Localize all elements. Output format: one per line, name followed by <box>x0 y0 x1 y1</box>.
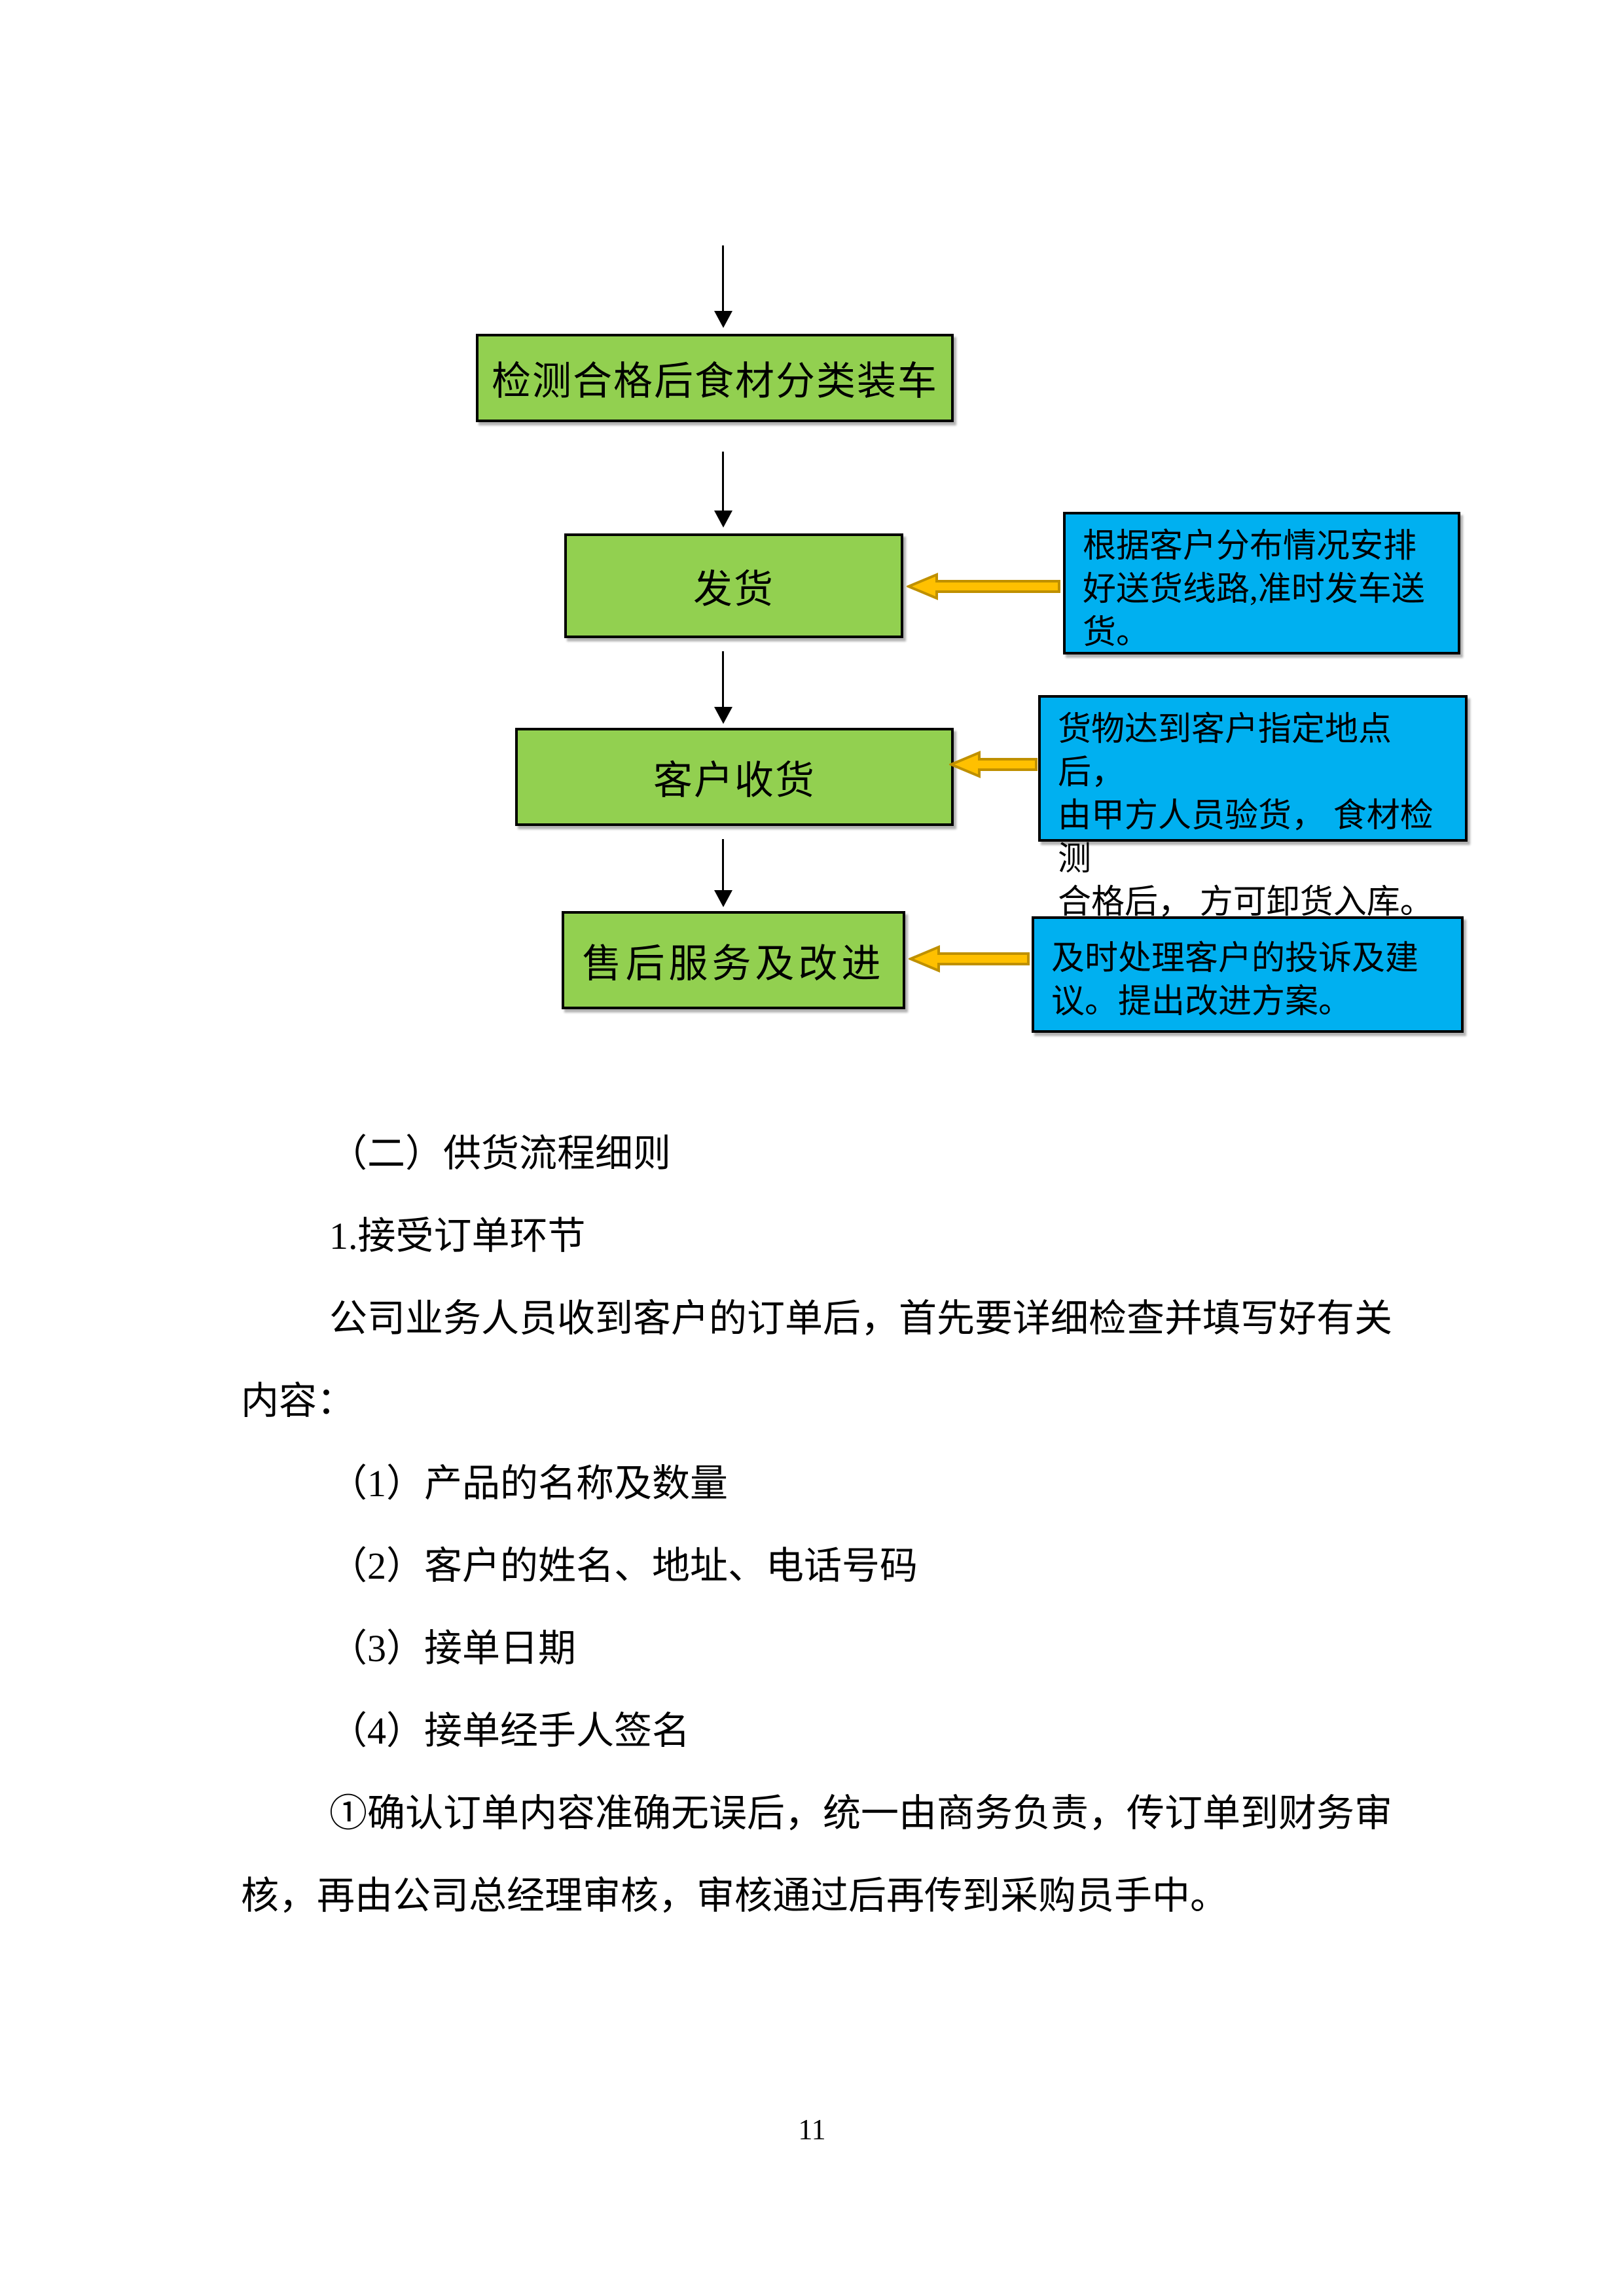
paragraph-line: 核，再由公司总经理审核，审核通过后再传到采购员手中。 <box>241 1874 1229 1917</box>
section-heading: （二）供货流程细则 <box>329 1132 672 1175</box>
paragraph-line: 公司业务人员收到客户的订单后，首先要详细检查并填写好有关 <box>329 1297 1393 1340</box>
flow-node-ship: 发货 <box>564 533 903 638</box>
flow-down-arrow-icon <box>722 839 724 890</box>
list-item: （3）接单日期 <box>329 1627 577 1670</box>
note-line: 由甲方人员验货， 食材检测 <box>1058 798 1434 878</box>
callout-left-arrow-icon <box>907 572 1061 601</box>
flow-note-service: 及时处理客户的投诉及建 议。提出改进方案。 <box>1032 916 1464 1033</box>
subsection-heading: 1.接受订单环节 <box>329 1215 586 1257</box>
note-line: 好送货线路,准时发车送 <box>1083 571 1425 608</box>
body-text-block: （二）供货流程细则 1.接受订单环节 公司业务人员收到客户的订单后，首先要详细检… <box>241 1113 1403 1937</box>
flow-note-receive: 货物达到客户指定地点后， 由甲方人员验货， 食材检测 合格后， 方可卸货入库。 <box>1038 695 1468 921</box>
flow-down-arrow-icon <box>722 452 724 511</box>
note-line: 合格后， 方可卸货入库。 <box>1058 884 1434 921</box>
flow-node-service: 售后服务及改进 <box>562 911 905 1009</box>
note-line: 根据客户分布情况安排 <box>1083 528 1417 565</box>
flow-node-receive: 客户收货 <box>515 728 954 826</box>
note-line: 货物达到客户指定地点后， <box>1058 711 1392 791</box>
callout-left-arrow-icon <box>949 750 1038 779</box>
flow-down-arrow-icon <box>722 651 724 707</box>
flow-note-ship: 根据客户分布情况安排 好送货线路,准时发车送 货。 <box>1063 512 1460 655</box>
note-line: 及时处理客户的投诉及建 <box>1051 941 1419 977</box>
paragraph-line: ①确认订单内容准确无误后，统一由商务负责，传订单到财务审 <box>329 1792 1393 1835</box>
note-line: 议。提出改进方案。 <box>1051 984 1352 1020</box>
page-number: 11 <box>798 2113 826 2145</box>
callout-left-arrow-icon <box>909 944 1030 973</box>
flow-node-load: 检测合格后食材分类装车 <box>476 334 954 422</box>
list-item: （1）产品的名称及数量 <box>329 1462 729 1505</box>
paragraph-line: 内容： <box>241 1380 355 1422</box>
note-line: 货。 <box>1083 615 1150 651</box>
list-item: （4）接单经手人签名 <box>329 1710 691 1752</box>
flow-down-arrow-icon <box>722 245 724 311</box>
list-item: （2）客户的姓名、地址、电话号码 <box>329 1545 918 1587</box>
